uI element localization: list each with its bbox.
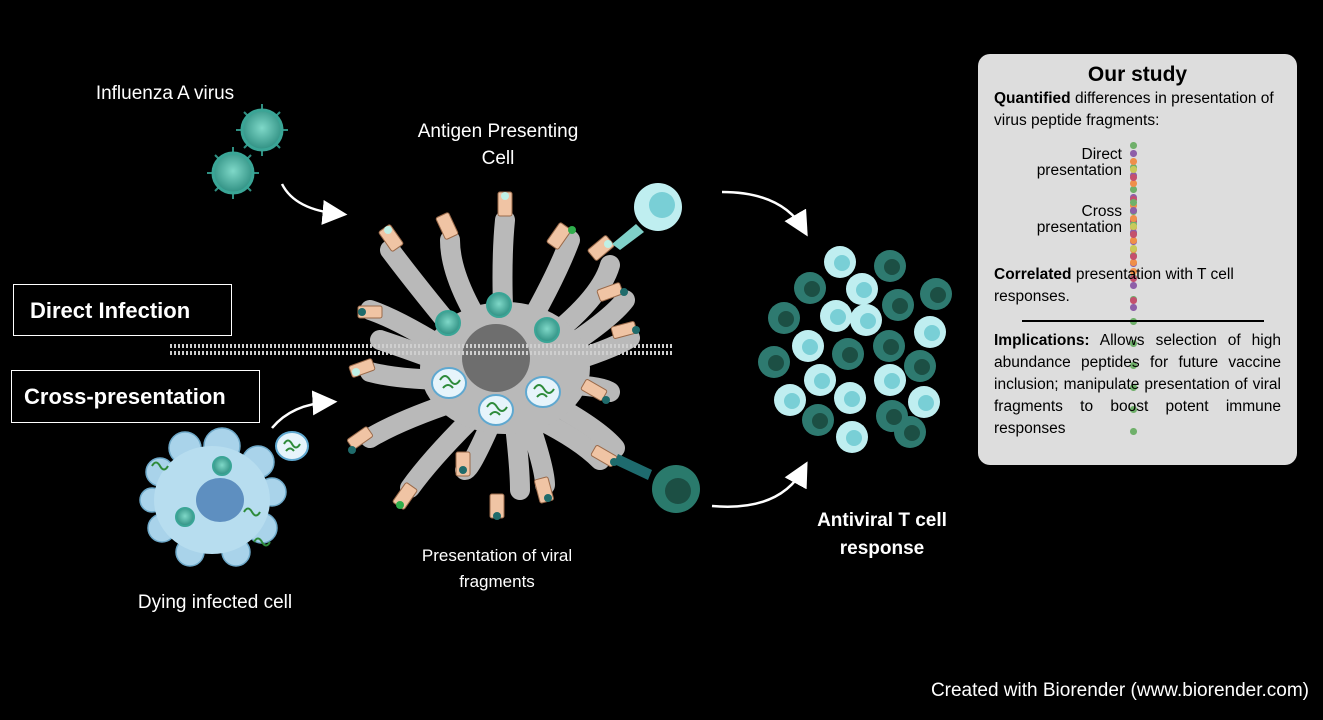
implications-text: Implications: Allows selection of high a…: [994, 332, 1281, 437]
dot-row: [1130, 223, 1138, 252]
peptide-dot: [1130, 237, 1137, 244]
dot-row: [1130, 142, 1138, 435]
t-cell-cluster: [758, 246, 952, 453]
section-divider: [1022, 320, 1264, 322]
peptide-dot: [1130, 142, 1137, 149]
dot-row: [1130, 215, 1138, 266]
peptide-dot: [1130, 297, 1137, 304]
study-title: Our study: [1087, 63, 1188, 86]
peptide-dot: [1130, 215, 1137, 222]
apoptotic-body-icon: [275, 431, 309, 461]
peptide-icons: [348, 192, 640, 520]
peptide-dot: [1130, 207, 1137, 214]
presentation-label-line2: fragments: [459, 572, 535, 591]
arrow-apc-to-tcells-bottom: [711, 461, 808, 508]
arrow-apc-to-tcells-top: [721, 190, 808, 237]
presentation-label-line1: Presentation of viral: [421, 546, 573, 565]
peptide-dot: [1130, 282, 1137, 289]
t-cell-engaging-bottom: [614, 454, 700, 513]
influenza-label: Influenza A virus: [95, 83, 235, 104]
dying-cell-label: Dying infected cell: [137, 592, 293, 613]
peptide-dot: [1130, 174, 1137, 181]
peptide-dot: [1130, 158, 1137, 165]
peptide-dot: [1130, 166, 1137, 173]
dot-row: [1130, 158, 1138, 275]
dot-row: [1130, 207, 1138, 236]
influenza-virus-icon: [207, 147, 259, 199]
dot-row: [1130, 166, 1138, 173]
tcell-response-label-line1: Antiviral T cell: [817, 510, 947, 531]
dot-row: [1130, 199, 1138, 228]
peptide-dot: [1130, 362, 1137, 369]
peptide-dot: [1130, 223, 1137, 230]
peptide-dot: [1130, 245, 1137, 252]
peptide-dot: [1130, 150, 1137, 157]
apc-label-line1: Antigen Presenting: [417, 121, 579, 142]
peptide-dot: [1130, 231, 1137, 238]
peptide-dot: [1130, 259, 1137, 266]
dot-row: [1130, 174, 1138, 225]
direct-infection-box: Direct Infection: [13, 284, 232, 336]
peptide-dot: [1130, 268, 1137, 275]
arrow-debris-to-apc: [271, 390, 338, 429]
arrow-virus-to-apc: [280, 183, 348, 225]
peptide-dot: [1130, 428, 1137, 435]
apc-label-line2: Cell: [481, 148, 515, 169]
biorender-credit: Created with Biorender (www.biorender.co…: [930, 680, 1309, 701]
t-cell-engaging-top: [612, 183, 682, 250]
dot-row: [1130, 150, 1138, 311]
influenza-virus-icon: [236, 104, 288, 156]
correlated-text: Correlated presentation with T cell resp…: [994, 266, 1234, 305]
peptide-dot: [1130, 199, 1137, 206]
cross-presentation-box: Cross-presentation: [11, 370, 260, 423]
peptide-dot: [1130, 186, 1137, 193]
study-summary-panel: Our study Quantified differences in pres…: [978, 54, 1297, 465]
tcell-response-label-line2: response: [839, 538, 925, 559]
dying-infected-cell: [139, 427, 287, 567]
peptide-dot: [1130, 340, 1137, 347]
peptide-dot: [1130, 180, 1137, 187]
peptide-dot: [1130, 253, 1137, 260]
dot-row: [1130, 231, 1138, 304]
quantified-text: Quantified differences in presentation o…: [994, 90, 1274, 129]
peptide-dot: [1130, 384, 1137, 391]
peptide-dot: [1130, 304, 1137, 311]
peptide-dot: [1130, 406, 1137, 413]
peptide-dot: [1130, 275, 1137, 282]
